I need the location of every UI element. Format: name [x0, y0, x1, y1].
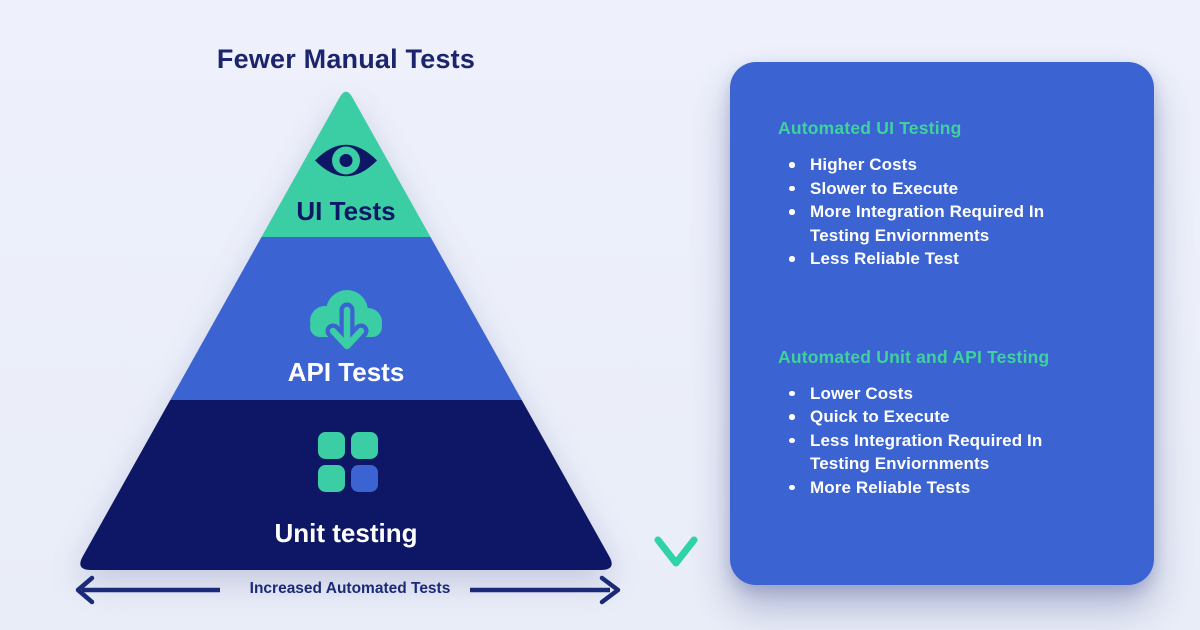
down-arrow-icon	[654, 88, 698, 567]
pyramid-graphic: UI Tests API Tests	[80, 91, 612, 571]
list-item: Less Reliable Test	[778, 247, 1072, 271]
info-panel: Automated UI Testing Higher Costs Slower…	[730, 62, 1154, 585]
list-item: Lower Costs	[778, 382, 1072, 406]
list-item: More Reliable Tests	[778, 476, 1072, 500]
page-title: Fewer Manual Tests	[216, 44, 476, 74]
section-automated-unit-api-testing: Automated Unit and API Testing Lower Cos…	[778, 347, 1110, 500]
list-item: More Integration Required In Testing Env…	[778, 200, 1072, 247]
bullet-list: Lower Costs Quick to Execute Less Integr…	[778, 382, 1110, 500]
list-item: Slower to Execute	[778, 177, 1072, 201]
grid-icon	[318, 432, 378, 492]
section-automated-ui-testing: Automated UI Testing Higher Costs Slower…	[778, 118, 1110, 271]
bullet-list: Higher Costs Slower to Execute More Inte…	[778, 153, 1110, 271]
cloud-download-icon	[310, 290, 382, 354]
tier-label-ui-tests: UI Tests	[296, 196, 395, 226]
list-item: Higher Costs	[778, 153, 1072, 177]
list-item: Less Integration Required In Testing Env…	[778, 429, 1072, 476]
eye-icon	[315, 144, 377, 177]
test-pyramid: UI Tests API Tests	[66, 80, 626, 576]
list-item: Quick to Execute	[778, 405, 1072, 429]
right-arrow-icon	[470, 575, 621, 605]
section-heading: Automated Unit and API Testing	[778, 346, 1050, 367]
tier-label-api-tests: API Tests	[288, 357, 405, 387]
left-arrow-icon	[75, 575, 220, 605]
bottom-caption: Increased Automated Tests	[249, 580, 451, 597]
section-heading: Automated UI Testing	[778, 118, 962, 138]
tier-unit-testing	[80, 400, 612, 571]
tier-label-unit-testing: Unit testing	[275, 518, 418, 548]
